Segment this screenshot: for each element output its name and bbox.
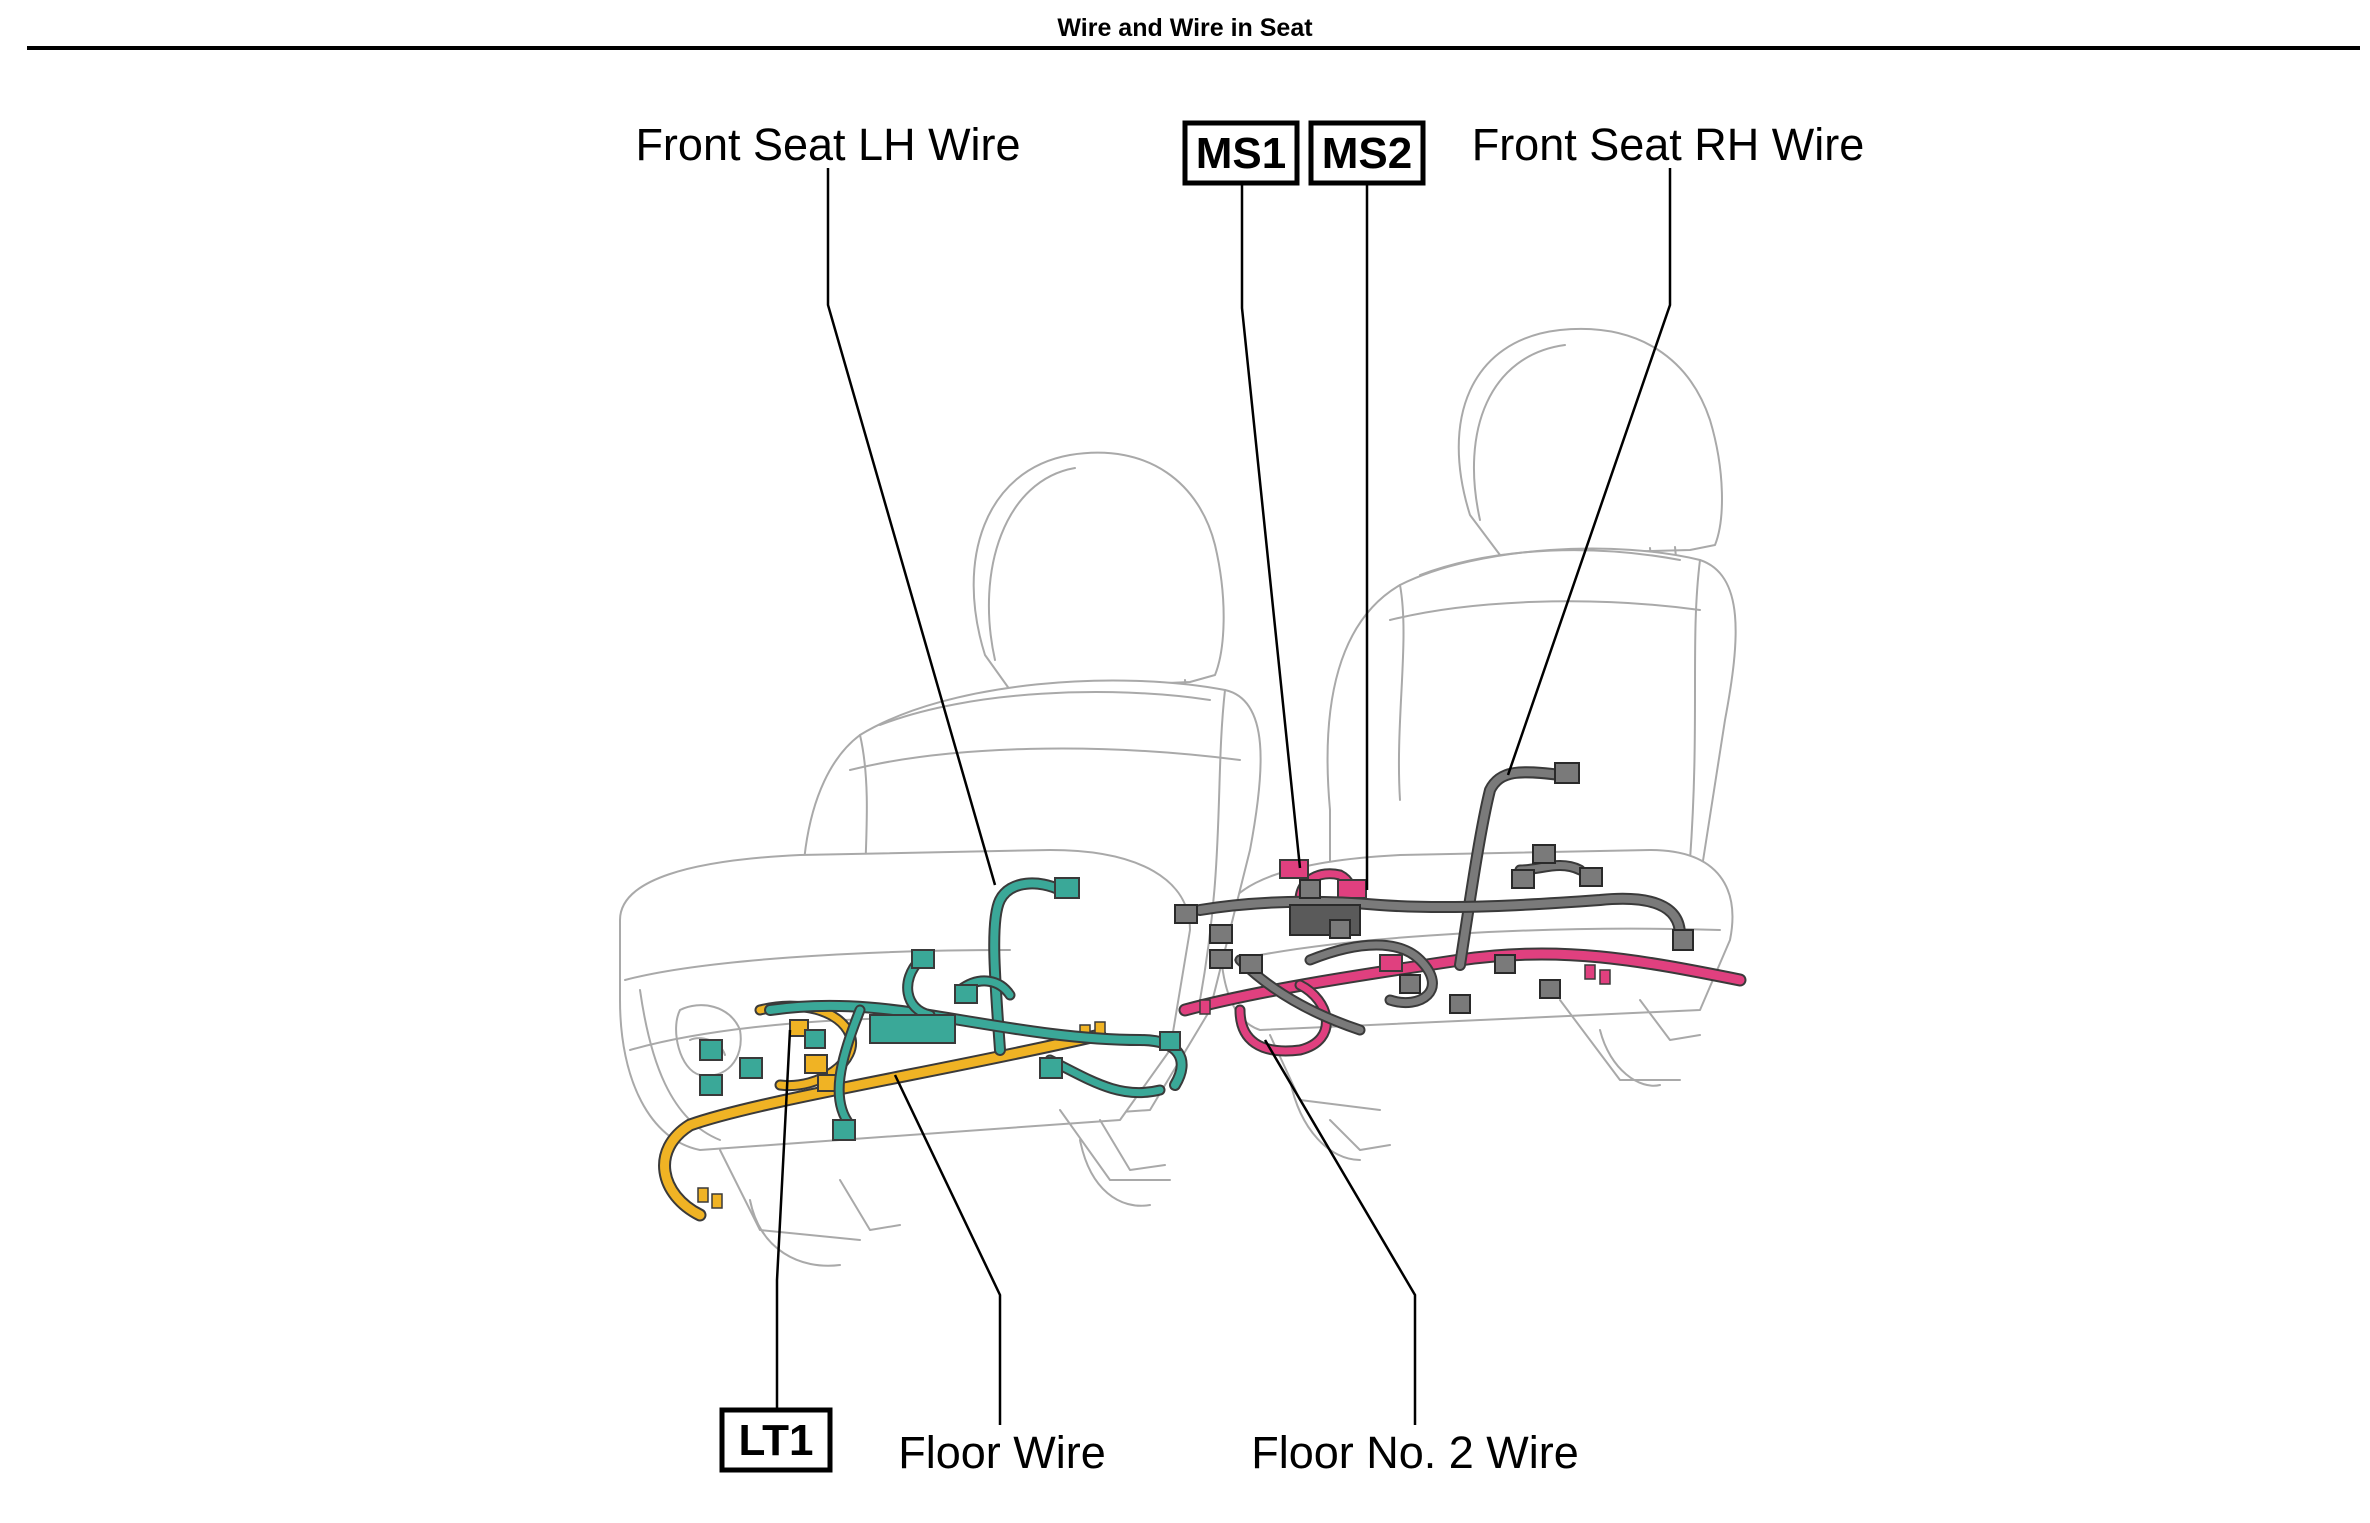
label-floor-wire: Floor Wire — [898, 1427, 1106, 1478]
connector-label-ms2: MS2 — [1322, 129, 1412, 178]
front-seat-lh-wire-harness — [699, 877, 1188, 1141]
front-seat-rh-wire-harness — [1174, 762, 1694, 1036]
connector-label-lt1: LT1 — [739, 1416, 814, 1465]
connector-box-lt1: LT1 — [719, 1407, 833, 1473]
front-seat-rh-outline — [1219, 328, 1737, 1161]
leader-lines — [775, 168, 1672, 1425]
page-title: Wire and Wire in Seat — [1057, 14, 1313, 42]
connector-box-ms1: MS1 — [1182, 120, 1300, 186]
leader-front-seat-rh-wire — [1506, 168, 1672, 776]
title-rule — [27, 46, 2360, 50]
front-seat-lh-outline — [619, 451, 1262, 1267]
connector-box-ms2: MS2 — [1308, 120, 1426, 186]
leader-front-seat-lh-wire — [826, 168, 997, 886]
connector-label-ms1: MS1 — [1196, 129, 1286, 178]
label-front-seat-lh-wire: Front Seat LH Wire — [635, 119, 1020, 170]
leader-floor-no2-wire — [1263, 1039, 1417, 1425]
label-floor-no2-wire: Floor No. 2 Wire — [1251, 1427, 1579, 1478]
label-front-seat-rh-wire: Front Seat RH Wire — [1472, 119, 1865, 170]
leader-floor-wire — [893, 1074, 1002, 1425]
leader-lt1 — [775, 1029, 792, 1412]
leader-ms1 — [1240, 182, 1302, 869]
